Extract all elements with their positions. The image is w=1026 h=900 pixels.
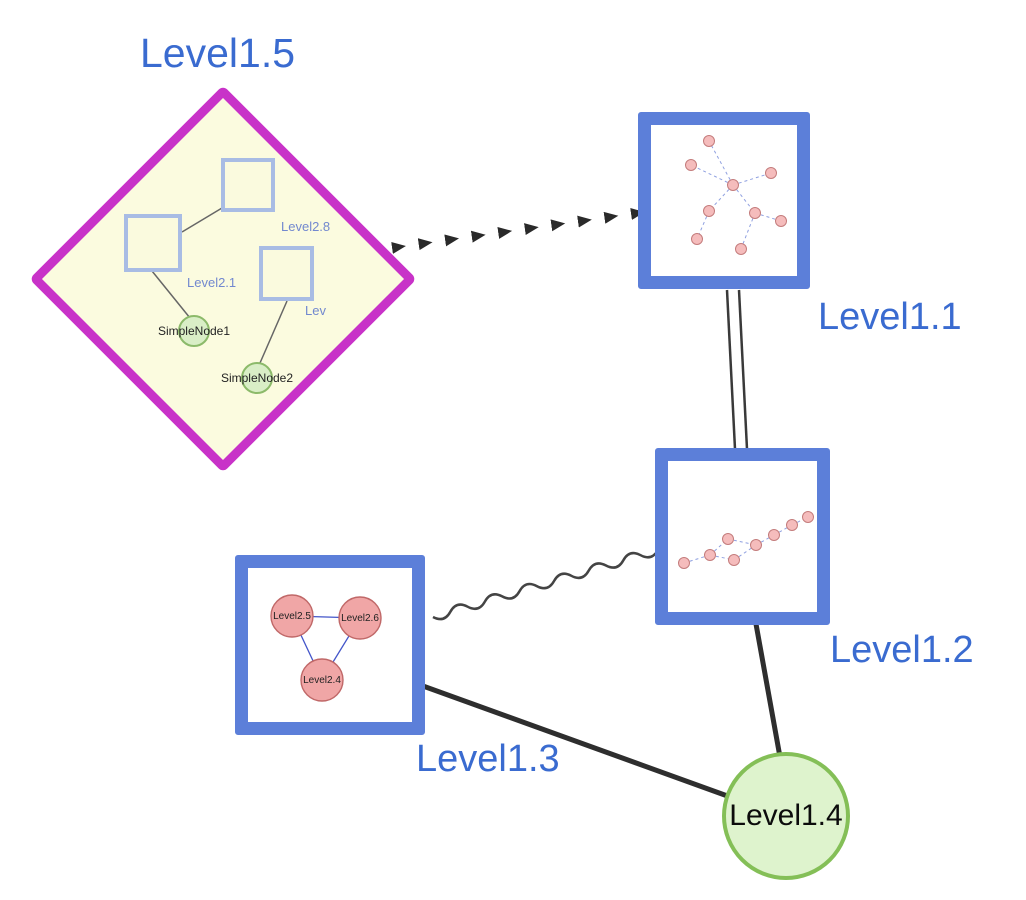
label-level2-5: Level2.5 [273, 611, 311, 622]
label-level1-2: Level1.2 [830, 629, 974, 671]
node-simplenode2[interactable] [241, 362, 273, 394]
graph-node[interactable] [704, 549, 716, 561]
label-simplenode2: SimpleNode2 [220, 371, 294, 385]
graph-node[interactable] [691, 233, 703, 245]
graph-node[interactable] [727, 179, 739, 191]
edge-inner-sq21-simplenode1 [151, 270, 191, 319]
node-level1-3-box[interactable]: Level2.5 Level2.6 Level2.4 [235, 555, 425, 735]
label-level2-1: Level2.1 [187, 275, 237, 290]
graph-node[interactable] [703, 135, 715, 147]
label-level1-4: Level1.4 [729, 799, 843, 832]
graph-node[interactable] [768, 529, 780, 541]
graph-node[interactable] [775, 215, 787, 227]
mini-nodes [678, 511, 814, 569]
label-level1-3: Level1.3 [416, 738, 560, 780]
graph-node[interactable] [685, 159, 697, 171]
graph-node[interactable] [749, 207, 761, 219]
edge-level12-level14[interactable] [753, 621, 783, 760]
level1-2-mini-graph [678, 511, 814, 569]
level1-1-mini-graph [685, 135, 787, 255]
label-level1-1: Level1.1 [818, 296, 962, 338]
node-level2-6[interactable] [338, 596, 382, 640]
edge-level11-level12-double-a[interactable] [725, 289, 737, 450]
graph-node[interactable] [735, 243, 747, 255]
edge-inner-sqlev-simplenode2 [259, 300, 288, 364]
label-level1-5: Level1.5 [140, 30, 296, 76]
graph-node[interactable] [703, 205, 715, 217]
mini-nodes [270, 594, 382, 702]
edge-level11-level12-double-b[interactable] [737, 289, 749, 450]
label-level2-8: Level2.8 [281, 219, 331, 234]
node-level2-8-square[interactable] [221, 158, 275, 212]
node-simplenode1[interactable] [178, 315, 210, 347]
edge-level15-level11-dashed-arrow[interactable] [391, 208, 645, 254]
node-level2-truncated-square[interactable] [259, 246, 314, 301]
node-level2-4[interactable] [300, 658, 344, 702]
edge-level13-level14[interactable] [420, 683, 736, 801]
label-simplenode1: SimpleNode1 [157, 324, 231, 338]
graph-node[interactable] [786, 519, 798, 531]
graph-node[interactable] [750, 539, 762, 551]
node-level1-4-circle[interactable]: Level1.4 [722, 752, 850, 880]
node-level2-1-square[interactable] [124, 214, 182, 272]
graph-node[interactable] [765, 167, 777, 179]
graph-node[interactable] [678, 557, 690, 569]
node-level1-1-box[interactable] [638, 112, 810, 289]
edge-level13-level12-wavy[interactable] [432, 549, 659, 621]
label-level2-truncated: Lev [305, 303, 326, 318]
graph-node[interactable] [722, 533, 734, 545]
mini-nodes [685, 135, 787, 255]
graph-node[interactable] [728, 554, 740, 566]
mini-node-labels: Level2.5 Level2.6 Level2.4 [273, 611, 379, 686]
mini-edges [690, 140, 782, 250]
graph-node[interactable] [802, 511, 814, 523]
level1-3-mini-graph: Level2.5 Level2.6 Level2.4 [270, 594, 382, 702]
label-level2-6: Level2.6 [341, 613, 379, 624]
label-level2-4: Level2.4 [303, 675, 341, 686]
node-level2-5[interactable] [270, 594, 314, 638]
node-level1-2-box[interactable] [655, 448, 830, 625]
edge-inner-sq21-sq28 [181, 207, 223, 233]
